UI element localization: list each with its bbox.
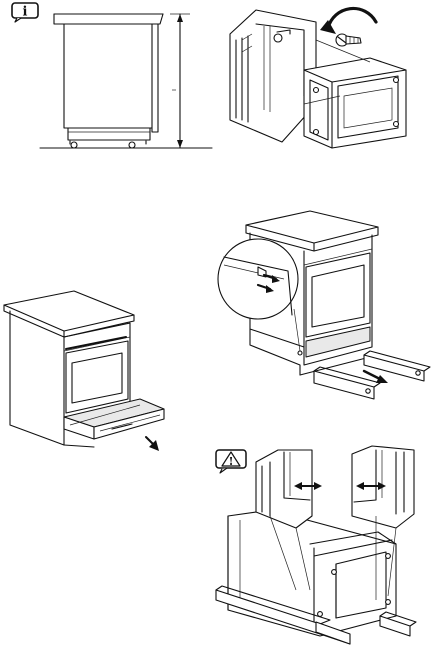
cooker-drawer-open-drawing <box>0 285 190 460</box>
drawer-rails-removal-drawing <box>210 205 438 410</box>
info-icon: i <box>12 3 38 22</box>
info-glyph: i <box>23 5 28 20</box>
adjust-rails-panel: ! <box>200 440 438 655</box>
rail-adjustment-drawing: ! <box>200 440 438 655</box>
rotate-screw-icon <box>320 8 376 46</box>
cooker-side-dimension-drawing: i <box>0 0 220 165</box>
remove-screw-panel <box>220 0 438 165</box>
cooker-back-screw-drawing <box>220 0 438 165</box>
remove-rails-panel <box>210 205 438 410</box>
cooker-dimensions-panel: i <box>0 0 220 165</box>
warning-glyph: ! <box>229 455 234 468</box>
open-drawer-panel <box>0 285 190 460</box>
warning-icon: ! <box>216 450 246 473</box>
